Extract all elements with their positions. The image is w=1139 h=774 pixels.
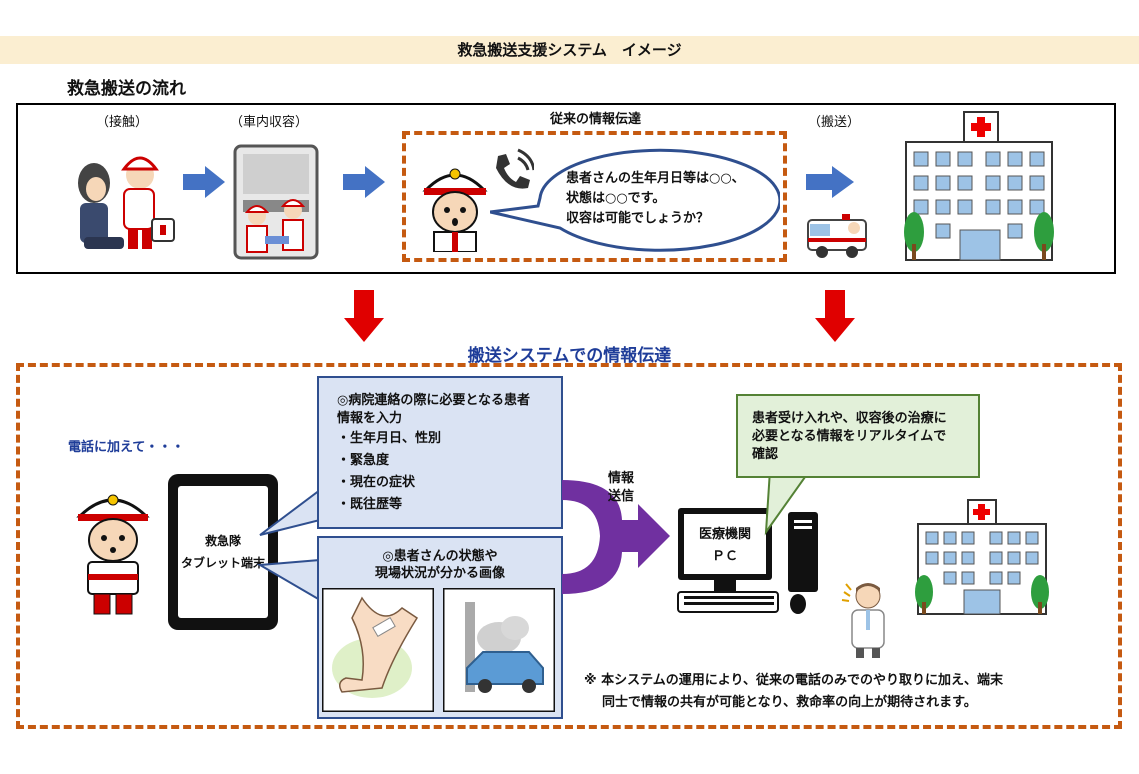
step-label-transport: （搬送）	[808, 115, 861, 130]
step-label-conventional: 従来の情報伝達	[550, 112, 642, 127]
patient-info-item: ・既往歴等	[337, 497, 403, 512]
phone-note: 電話に加えて・・・	[68, 440, 185, 455]
patient-info-item: ・生年月日、性別	[337, 431, 442, 446]
footnote-line-2: 同士で情報の共有が可能となり、救命率の向上が期待されます。	[602, 695, 977, 710]
green-callout-pointer	[764, 470, 812, 536]
patient-info-heading-2: 情報を入力	[337, 411, 403, 426]
contact-scene-illustration	[78, 156, 175, 249]
system-title: 搬送システムでの情報伝達	[467, 346, 672, 366]
hospital-info-line-2: 必要となる情報をリアルタイムで	[752, 429, 947, 444]
pc-label: 医療機関 ＰＣ	[684, 524, 766, 568]
send-label: 情報 送信	[608, 470, 634, 506]
hospital-info-box: 患者受け入れや、収容後の治療に 必要となる情報をリアルタイムで 確認	[736, 394, 980, 478]
send-label-line-1: 情報	[608, 471, 635, 486]
pc-label-line-1: 医療機関	[698, 527, 751, 542]
footnote-line-1: ※ 本システムの運用により、従来の電話のみでのやり取りに加え、端末	[584, 673, 1003, 688]
hospital-illustration-top	[904, 111, 1054, 261]
image-info-line-2: 現場状況が分かる画像	[374, 566, 505, 581]
speech-line-3: 収容は可能でしょうか？	[566, 211, 710, 226]
ambulance-illustration	[807, 214, 867, 258]
tablet-screen	[178, 486, 268, 618]
image-info-line-1: ◎患者さんの状態や	[382, 549, 498, 564]
flow-arrow-1	[183, 166, 225, 198]
speech-line-2: 状態は○○です。	[566, 191, 666, 206]
flow-title: 救急搬送の流れ	[67, 79, 186, 99]
send-label-line-2: 送信	[608, 489, 635, 504]
down-arrow-left	[344, 290, 384, 342]
footnote: ※ 本システムの運用により、従来の電話のみでのやり取りに加え、端末 同士で情報の…	[584, 670, 1003, 714]
patient-info-item: ・緊急度	[337, 453, 390, 468]
speech-text: 患者さんの生年月日等は○○、 状態は○○です。 収容は可能でしょうか？	[566, 169, 745, 229]
step-label-contact: （接触）	[96, 115, 149, 130]
conventional-communication-box	[402, 131, 787, 262]
hospital-info-line-1: 患者受け入れや、収容後の治療に	[752, 411, 947, 426]
ambulance-interior-illustration	[233, 144, 319, 260]
flow-arrow-3	[806, 166, 854, 198]
flow-arrow-2	[343, 166, 385, 198]
tablet-label-line-2: タブレット端末	[180, 556, 265, 570]
patient-info-item: ・現在の症状	[337, 475, 416, 490]
hospital-info-line-3: 確認	[752, 447, 779, 462]
hospital-illustration-bottom	[915, 499, 1049, 615]
hospital-pc-illustration	[677, 508, 818, 614]
doctor-illustration	[841, 583, 885, 658]
pc-label-line-2: ＰＣ	[711, 549, 738, 564]
patient-info-heading-1: ◎病院連絡の際に必要となる患者	[337, 393, 530, 408]
patient-info-box: ◎病院連絡の際に必要となる患者 情報を入力 ・生年月日、性別 ・緊急度 ・現在の…	[317, 376, 563, 529]
down-arrow-right	[815, 290, 855, 342]
banner-title: 救急搬送支援システム イメージ	[0, 36, 1139, 64]
step-label-onboard: （車内収容）	[230, 115, 309, 130]
patient-leg-photo	[322, 588, 434, 712]
phone-icon	[496, 148, 534, 189]
flow-box	[16, 103, 1116, 274]
send-arrow	[562, 480, 670, 594]
tablet-label-line-1: 救急隊	[204, 534, 241, 548]
tablet-label: 救急隊 タブレット端末	[168, 530, 278, 574]
firefighter-illustration	[76, 494, 150, 615]
system-box	[16, 363, 1122, 729]
speech-bubble	[490, 148, 780, 252]
accident-scene-photo	[443, 588, 555, 712]
firefighter-caller-illustration	[422, 168, 488, 252]
speech-line-1: 患者さんの生年月日等は○○、	[566, 171, 745, 186]
